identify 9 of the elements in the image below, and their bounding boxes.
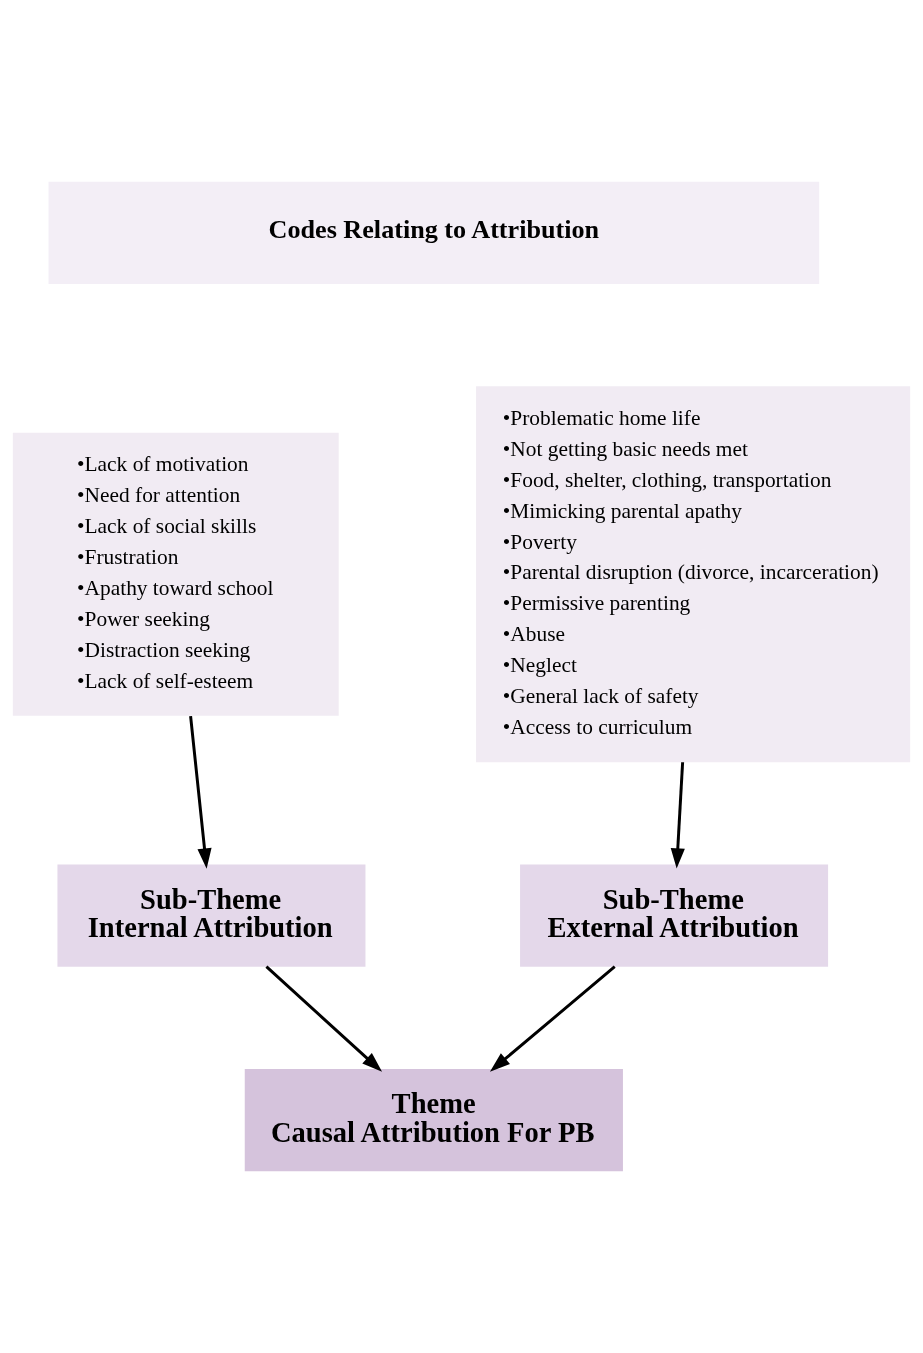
node-box: •Lack of motivation •Need for attention •Lack of social skills •Frustration •Apathy toward school •Power seeking •Distraction seeking •Lack of self-esteem [12,432,339,716]
arrow [265,965,383,1072]
node-box: Theme Causal Attribution For PB [244,1068,623,1172]
arrow [670,762,685,869]
arrow [189,716,212,869]
arrow [489,965,616,1072]
node-box: Sub-Theme Internal Attribution [57,864,366,967]
node-box: •Problematic home life •Not getting basic needs met •Food, shelter, clothing, transportation •Mimicking parental apathy •Poverty •Parental disruption (divorce, incarceration) •Permissive parenting •Abuse •Neglect •General lack of safety •Access to curriculum [476,386,911,763]
node-box: Sub-Theme External Attribution [520,864,829,967]
